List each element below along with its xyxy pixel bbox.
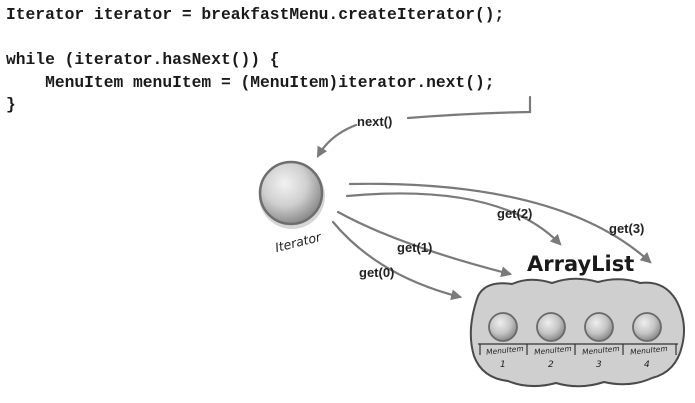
- index-label: 3: [596, 360, 602, 370]
- menu-item-label: MenuItem: [534, 344, 572, 357]
- index-label: 1: [500, 360, 506, 370]
- menu-item-label: MenuItem: [486, 344, 524, 357]
- get2-call-label: get(2): [497, 206, 532, 221]
- code-line: MenuItem menuItem = (MenuItem)iterator.n…: [6, 72, 495, 92]
- code-line: Iterator iterator = breakfastMenu.create…: [6, 5, 505, 24]
- index-label: 4: [644, 360, 650, 370]
- menu-item-ball: [488, 312, 518, 342]
- next-arrow-head: [316, 123, 358, 158]
- get0-call-label: get(0): [359, 265, 394, 280]
- get3-call-label: get(3): [609, 221, 644, 236]
- iterator-label: Iterator: [273, 229, 323, 255]
- get1-call-label: get(1): [397, 240, 432, 255]
- code-line: while (iterator.hasNext()) {: [6, 50, 280, 70]
- menu-item-ball: [536, 312, 566, 342]
- menu-item-label: MenuItem: [582, 344, 620, 357]
- menu-item-label: MenuItem: [630, 344, 668, 357]
- index-label: 2: [548, 360, 554, 370]
- next-call-label: next(): [357, 114, 392, 129]
- arraylist-blob: [469, 277, 685, 388]
- next-arrow: [406, 95, 532, 120]
- code-block: Iterator iterator = breakfastMenu.create…: [6, 4, 504, 117]
- get0-arrow: [331, 220, 463, 301]
- menu-item-ball: [632, 312, 662, 342]
- get1-arrow: [336, 210, 513, 278]
- arraylist-label: ArrayList: [527, 252, 634, 276]
- code-line: }: [6, 95, 16, 115]
- menu-item-ball: [584, 312, 614, 342]
- get3-arrow: [348, 182, 652, 264]
- get2-arrow: [345, 192, 562, 246]
- iterator-ball: [258, 160, 324, 226]
